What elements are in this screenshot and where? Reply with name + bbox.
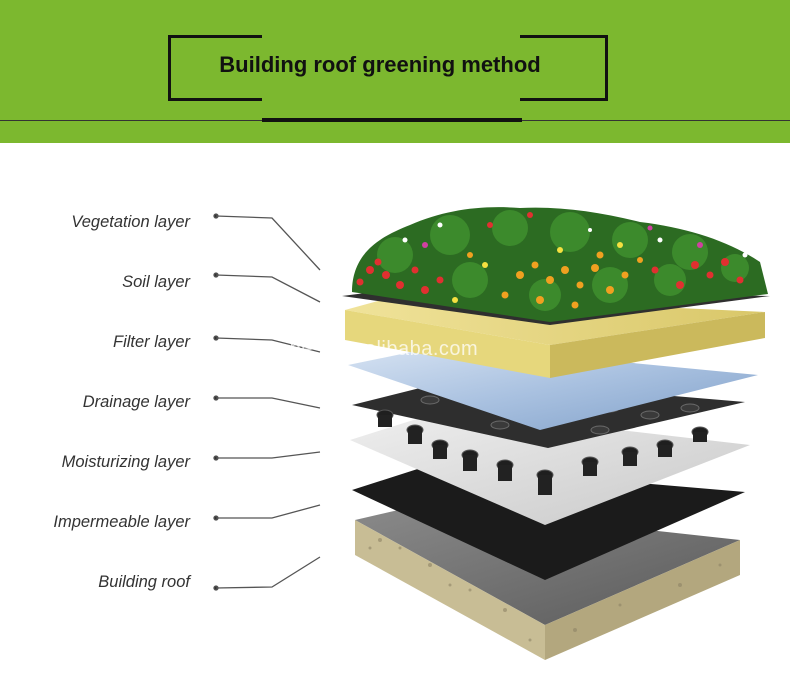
leader-lines: [213, 213, 321, 591]
title-underline: [262, 118, 522, 122]
label-drainage-layer: Drainage layer: [82, 393, 190, 411]
label-vegetation-layer: Vegetation layer: [71, 213, 190, 231]
filter-layer: [348, 345, 758, 430]
leader-line-building-roof: [215, 556, 321, 589]
page-title: Building roof greening method: [219, 52, 541, 77]
leader-line-drainage: [216, 397, 321, 409]
watermark-text: tabest.en.alibaba.com: [272, 338, 479, 360]
leader-line-impermeable: [216, 504, 321, 519]
title-frame-gap-bottom: [262, 96, 520, 104]
leader-line-filter: [215, 337, 321, 353]
vegetation-layer: [342, 207, 770, 325]
leader-line-moisturizing: [216, 451, 321, 459]
label-impermeable-layer: Impermeable layer: [53, 513, 190, 531]
title-frame-gap-top: [262, 33, 520, 41]
roof-layers-diagram: [213, 207, 770, 660]
leader-line-soil: [215, 274, 321, 303]
moisturizing-layer: [350, 410, 750, 525]
leader-line-vegetation: [215, 215, 321, 271]
label-moisturizing-layer: Moisturizing layer: [61, 453, 190, 471]
label-building-roof: Building roof: [98, 573, 190, 591]
header-banner: Building roof greening method: [0, 0, 790, 143]
label-soil-layer: Soil layer: [122, 273, 190, 291]
label-filter-layer: Filter layer: [112, 333, 190, 351]
